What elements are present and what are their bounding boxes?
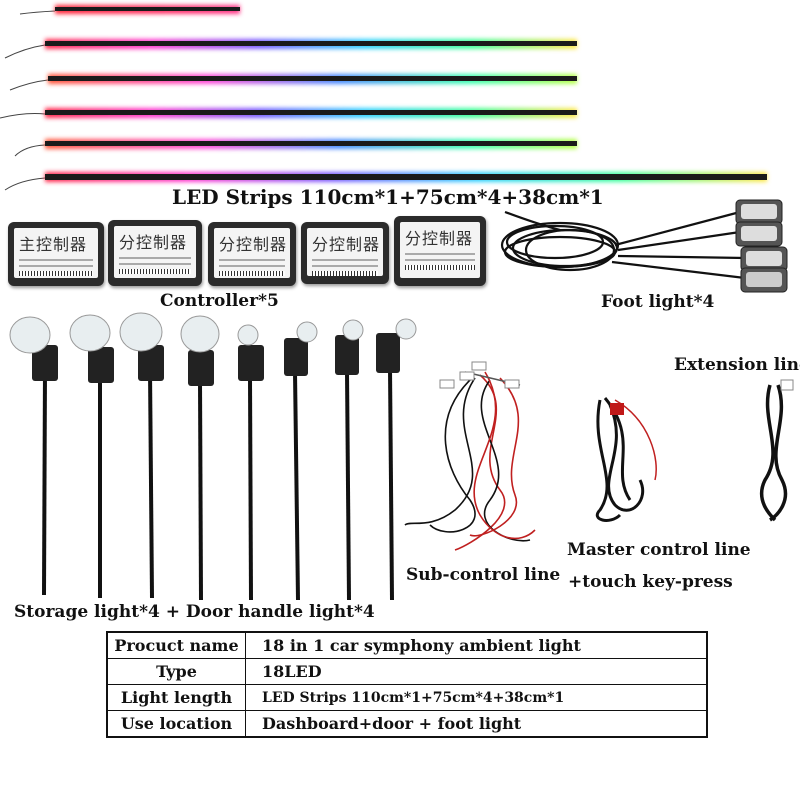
sub-control-connector bbox=[439, 361, 520, 389]
master-control-key bbox=[610, 403, 624, 415]
main-controller: 主控制器 bbox=[8, 222, 104, 286]
controller-title: 分控制器 bbox=[405, 229, 474, 248]
spec-value: 18 in 1 car symphony ambient light bbox=[245, 631, 708, 659]
master-control-line-label: Master control line bbox=[567, 540, 751, 560]
spec-key: Use location bbox=[106, 710, 246, 738]
controller-label: Controller*5 bbox=[160, 291, 279, 311]
storage-door-light-label: Storage light*4 + Door handle light*4 bbox=[14, 602, 375, 622]
controller-title: 主控制器 bbox=[19, 235, 88, 254]
extension-line-label: Extension line bbox=[674, 355, 800, 375]
table-row: Use location Dashboard+door + foot light bbox=[106, 710, 708, 738]
sub-controller: 分控制器 bbox=[208, 222, 296, 286]
parts-illustration bbox=[9, 199, 794, 601]
led-strip-38cm bbox=[19, 5, 240, 15]
led-strip-75cm bbox=[0, 108, 577, 119]
foot-light-module bbox=[735, 199, 788, 293]
sub-controller: 分控制器 bbox=[301, 222, 389, 284]
spec-table: Procuct name 18 in 1 car symphony ambien… bbox=[106, 631, 708, 738]
spec-key: Procuct name bbox=[106, 631, 246, 659]
controller-title: 分控制器 bbox=[219, 235, 288, 254]
led-strip-75cm bbox=[9, 74, 577, 91]
foot-light-label: Foot light*4 bbox=[601, 292, 715, 312]
led-strips-label: LED Strips 110cm*1+75cm*4+38cm*1 bbox=[172, 185, 604, 209]
led-strip-110cm bbox=[4, 172, 767, 191]
table-row: Type 18LED bbox=[106, 658, 708, 685]
controller-title: 分控制器 bbox=[119, 233, 188, 252]
led-strips-illustration bbox=[0, 5, 767, 191]
sub-controller: 分控制器 bbox=[394, 216, 486, 286]
foot-light-cable-coil bbox=[500, 210, 746, 280]
spec-value: LED Strips 110cm*1+75cm*4+38cm*1 bbox=[245, 684, 708, 711]
storage-door-lights bbox=[9, 312, 417, 601]
sub-control-line-label: Sub-control line bbox=[406, 565, 561, 585]
touch-key-press-label: +touch key-press bbox=[568, 572, 733, 592]
spec-value: 18LED bbox=[245, 658, 708, 685]
sub-control-line bbox=[404, 371, 536, 551]
led-strip-75cm bbox=[14, 139, 577, 157]
led-strip-75cm bbox=[4, 39, 577, 59]
table-row: Procuct name 18 in 1 car symphony ambien… bbox=[106, 631, 708, 659]
extension-connector bbox=[780, 379, 794, 391]
spec-key: Type bbox=[106, 658, 246, 685]
table-row: Light length LED Strips 110cm*1+75cm*4+3… bbox=[106, 684, 708, 711]
controller-title: 分控制器 bbox=[312, 235, 381, 254]
master-control-line bbox=[596, 397, 657, 522]
spec-key: Light length bbox=[106, 684, 246, 711]
spec-value: Dashboard+door + foot light bbox=[245, 710, 708, 738]
extension-line-cable bbox=[759, 384, 788, 522]
sub-controller: 分控制器 bbox=[108, 220, 202, 286]
